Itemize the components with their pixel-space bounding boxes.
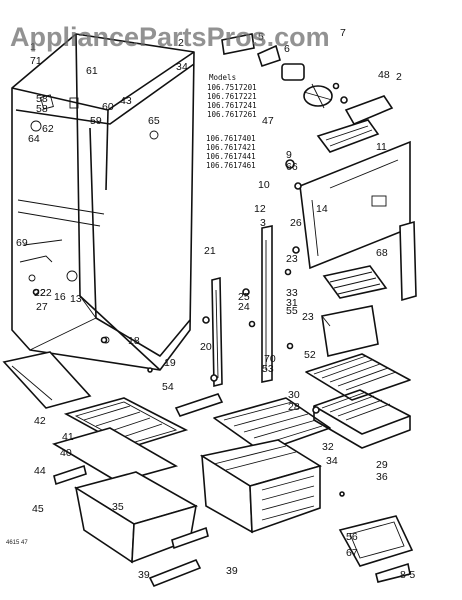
- callout-53: 53: [262, 363, 274, 375]
- drawing-code: 4615 47: [6, 540, 28, 546]
- door-tray-left: [2, 351, 92, 409]
- callout-68: 68: [376, 247, 388, 259]
- model-number: 106.7617401: [206, 134, 256, 143]
- callout-29: 29: [376, 459, 388, 471]
- callout-32: 32: [322, 441, 334, 453]
- callout-48: 48: [378, 69, 390, 81]
- keeper-rails: [53, 393, 224, 588]
- callout-71: 71: [30, 55, 42, 67]
- callout-66: 66: [286, 161, 298, 173]
- callout-11: 11: [376, 141, 387, 153]
- model-number: 106.7617221: [207, 92, 257, 101]
- callout-18: 18: [128, 335, 140, 347]
- callout-9: 9: [286, 149, 292, 161]
- callout-55: 55: [286, 305, 298, 317]
- callout-70: 70: [264, 353, 276, 365]
- callout-27: 27: [36, 301, 48, 313]
- callout-20: 20: [200, 341, 212, 353]
- callout-31: 31: [286, 297, 298, 309]
- callout-23: 23: [302, 311, 314, 323]
- callout-64: 64: [28, 133, 40, 145]
- callout-47: 47: [262, 115, 274, 127]
- callout-3: 3: [176, 61, 182, 73]
- callout-41: 41: [62, 431, 74, 443]
- callout-60: 60: [102, 101, 114, 113]
- glass-shelf: [51, 397, 189, 483]
- callout-39: 39: [226, 565, 238, 577]
- callout-56: 56: [346, 531, 358, 543]
- model-number: 106.7617241: [207, 101, 257, 110]
- cabinet-shell: [11, 33, 195, 371]
- callout-26: 26: [290, 217, 302, 229]
- callout-16: 16: [54, 291, 66, 303]
- callout-39: 39: [138, 569, 150, 581]
- callout-7: 7: [340, 27, 346, 39]
- callout-54: 54: [162, 381, 174, 393]
- crisper-cover-shelf: [213, 397, 331, 453]
- crisper-drawers: [199, 439, 322, 534]
- callout-36: 36: [376, 471, 388, 483]
- wire-shelf-lower: [313, 389, 411, 449]
- callout-1: 1: [30, 41, 36, 53]
- callout-6: 6: [284, 43, 290, 55]
- callout-23: 23: [286, 253, 298, 265]
- models-heading: Models: [209, 73, 236, 82]
- callout-14: 14: [316, 203, 328, 215]
- callout-28: 28: [288, 401, 300, 413]
- callout-5: 5: [258, 31, 264, 43]
- callout-65: 65: [148, 115, 160, 127]
- callout-40: 40: [60, 447, 72, 459]
- page-code: 8-5: [400, 569, 415, 581]
- model-number: 106.7617461: [206, 161, 256, 170]
- callout-58: 58: [36, 103, 48, 115]
- shelf-rails: [211, 220, 417, 388]
- evaporator-cover: [285, 95, 411, 270]
- callout-3: 3: [260, 217, 266, 229]
- top-cover-part: [221, 33, 281, 68]
- callout-2: 2: [396, 71, 402, 83]
- callout-59: 59: [90, 115, 102, 127]
- callout-33: 33: [286, 287, 298, 299]
- callout-52: 52: [304, 349, 316, 361]
- model-number: 106.7617441: [206, 152, 256, 161]
- wire-shelf-upper: [305, 353, 411, 401]
- door-bar: [375, 562, 411, 583]
- meat-keeper-pan: [74, 471, 199, 564]
- callout-62: 62: [42, 123, 54, 135]
- callout-22: 22: [34, 287, 46, 299]
- callout-61: 61: [86, 65, 98, 77]
- model-list: Models 106.7517201 106.7617221 106.76172…: [206, 73, 257, 170]
- callout-34: 34: [326, 455, 338, 467]
- callout-19: 19: [164, 357, 176, 369]
- fasteners: [32, 246, 345, 497]
- callout-10: 10: [258, 179, 270, 191]
- fan-motor-assembly: [281, 63, 348, 109]
- callout-21: 21: [204, 245, 216, 257]
- ice-tray: [322, 265, 388, 299]
- callout-25: 25: [238, 291, 250, 303]
- model-number: 106.7617261: [207, 110, 257, 119]
- callout-35: 35: [112, 501, 124, 513]
- freezer-bin: [321, 305, 379, 357]
- callout-2: 2: [178, 37, 184, 49]
- callout-30: 30: [288, 389, 300, 401]
- callout-4: 4: [182, 61, 188, 73]
- callout-69: 69: [16, 237, 28, 249]
- callout-12: 12: [254, 203, 266, 215]
- model-number: 106.7517201: [207, 83, 257, 92]
- model-number: 106.7617421: [206, 143, 256, 152]
- callout-42: 42: [34, 415, 46, 427]
- callout-43: 43: [120, 95, 132, 107]
- callout-44: 44: [34, 465, 46, 477]
- watermark-logo: AppliancePartsPros.com: [10, 22, 330, 52]
- callout-13: 13: [70, 293, 82, 305]
- callout-24: 24: [238, 301, 250, 313]
- callout-58: 58: [36, 93, 48, 105]
- callout-67: 67: [346, 547, 358, 559]
- callout-22: 22: [40, 287, 52, 299]
- callout-45: 45: [32, 503, 44, 515]
- small-bin: [338, 515, 414, 567]
